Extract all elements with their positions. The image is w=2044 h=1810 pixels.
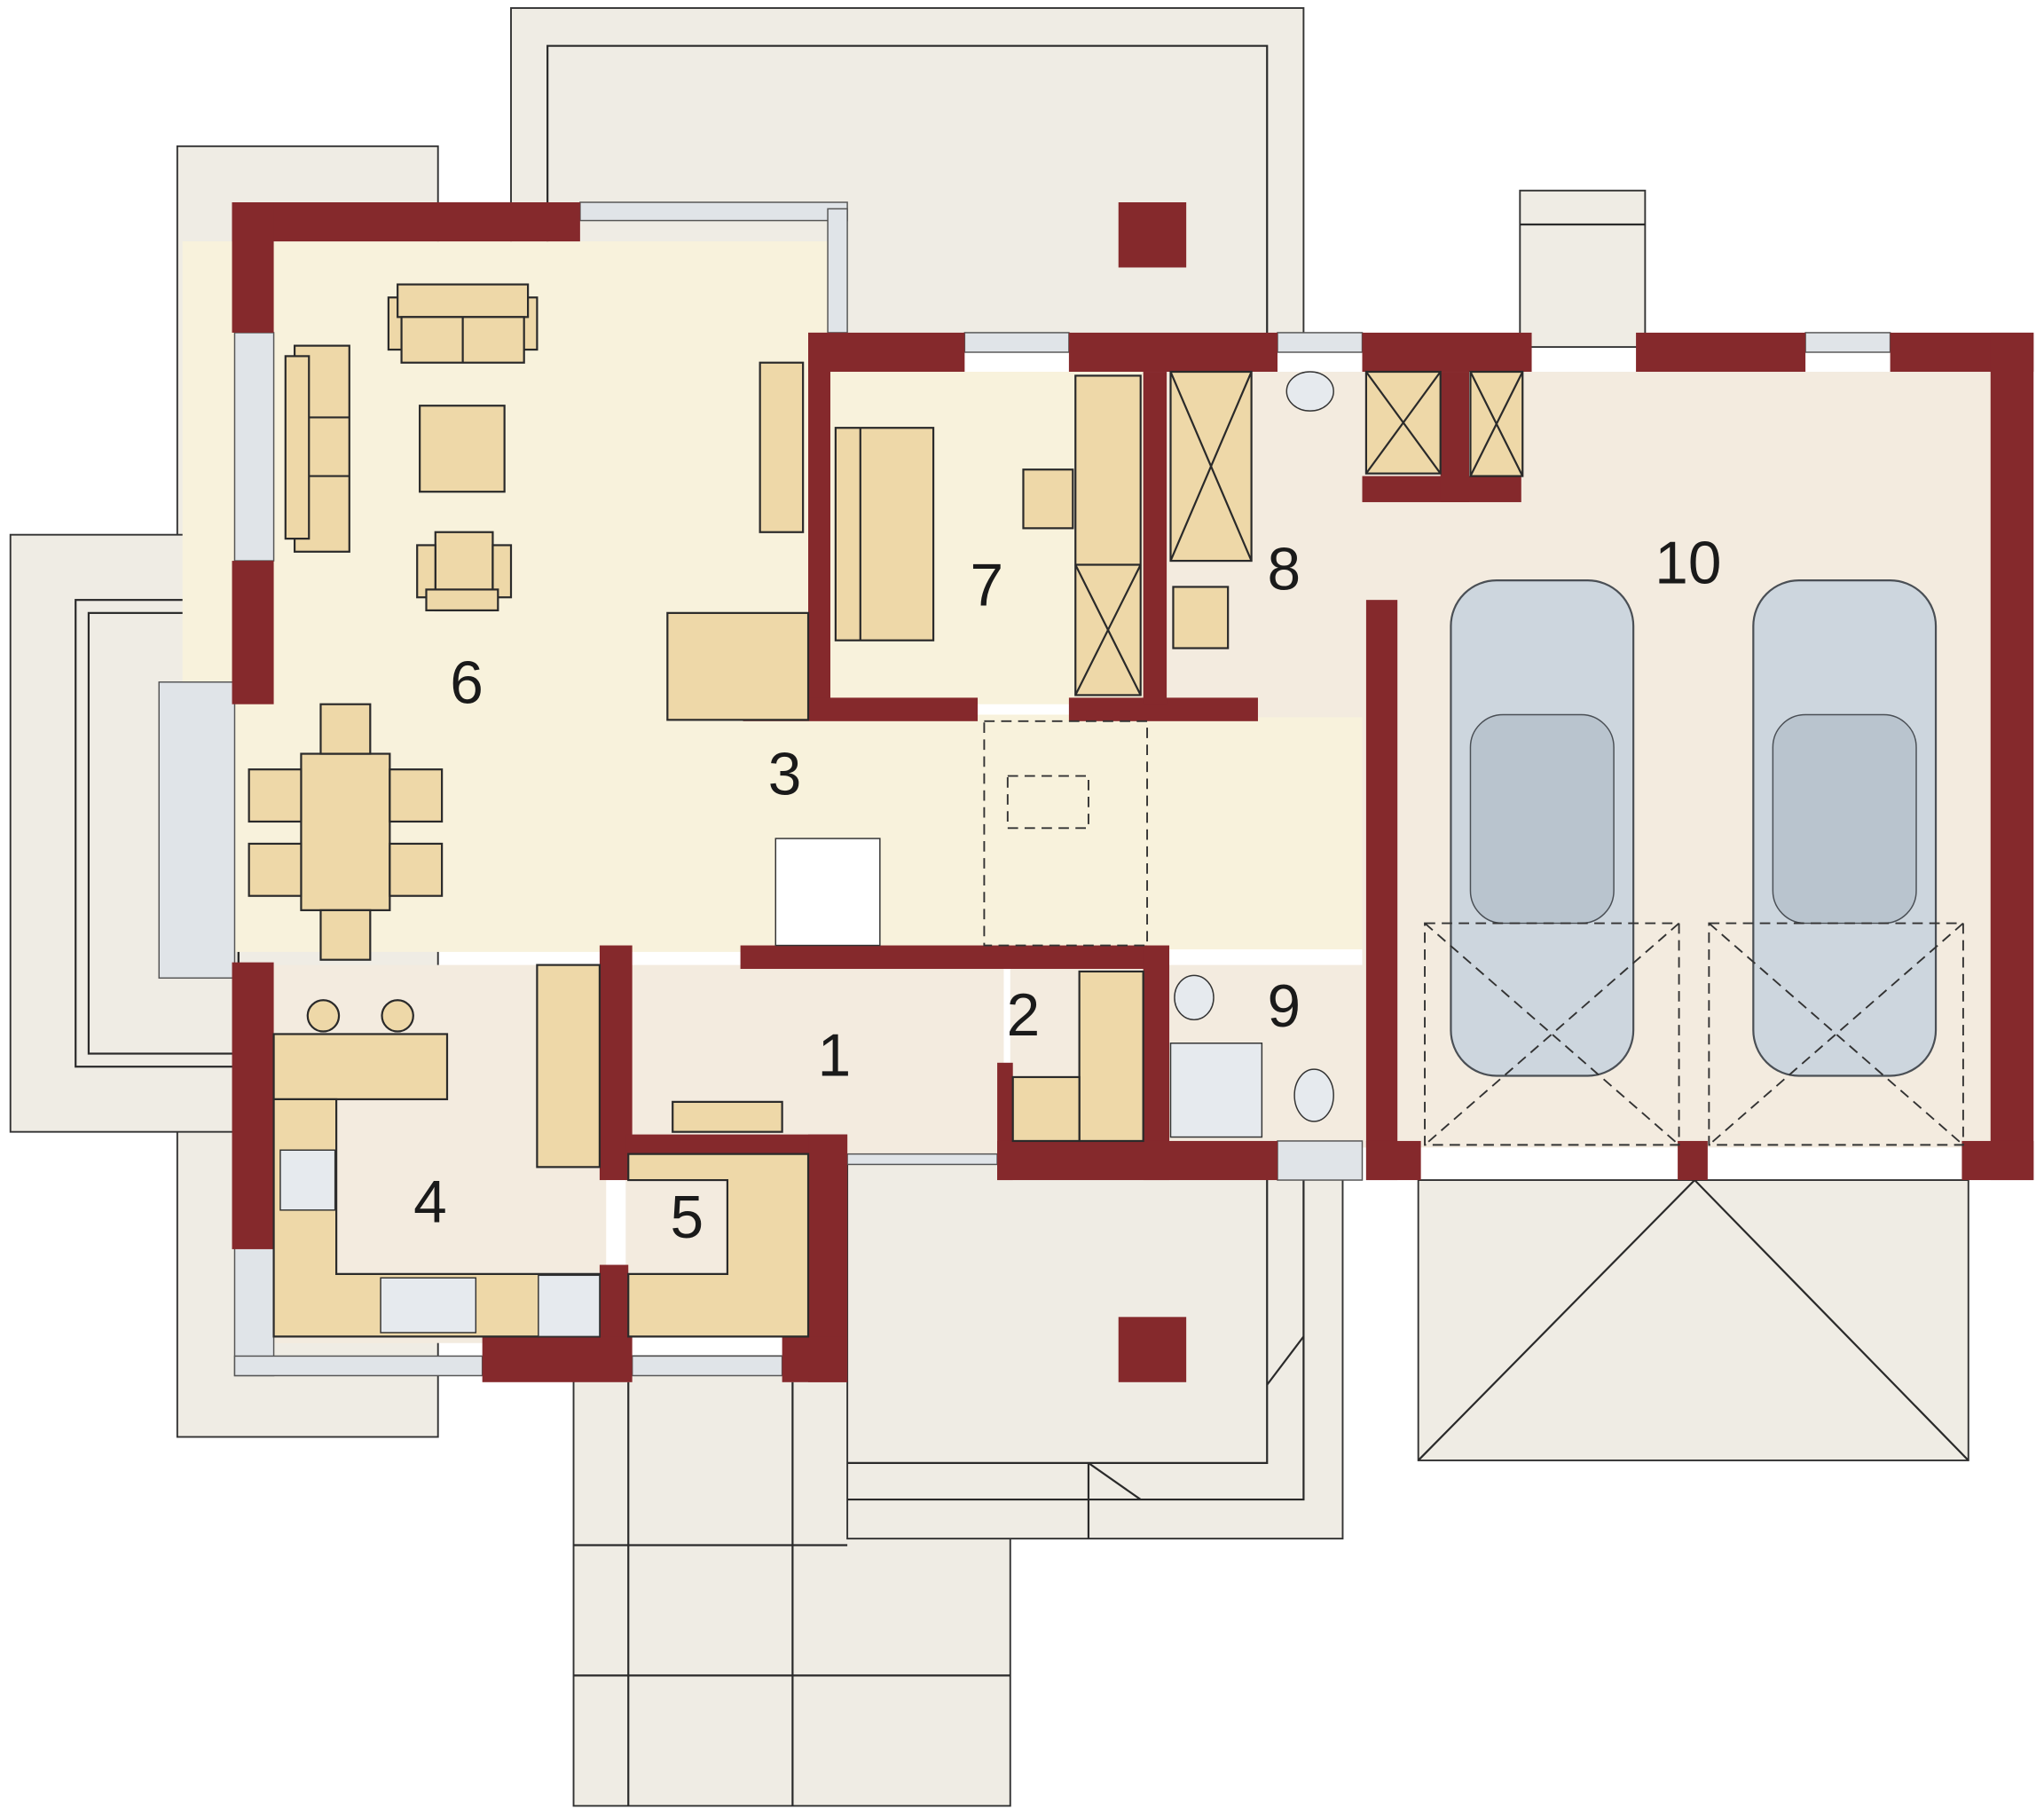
room-label-6: 6 — [450, 649, 483, 716]
room-label-4: 4 — [413, 1169, 447, 1235]
room-label-7: 7 — [971, 552, 1004, 618]
furniture — [248, 283, 1524, 1338]
room-label-9: 9 — [1268, 973, 1301, 1040]
room-label-5: 5 — [671, 1184, 704, 1251]
room-labels: 1 2 3 4 5 6 7 8 9 10 — [413, 530, 1721, 1251]
windows — [158, 201, 1891, 1377]
room-label-2: 2 — [1007, 982, 1041, 1049]
room-label-10: 10 — [1655, 530, 1721, 596]
room-label-1: 1 — [818, 1023, 852, 1090]
cars — [1424, 579, 1964, 1146]
walls — [232, 202, 2034, 1382]
room-label-3: 3 — [768, 741, 802, 807]
room-label-8: 8 — [1268, 537, 1301, 603]
